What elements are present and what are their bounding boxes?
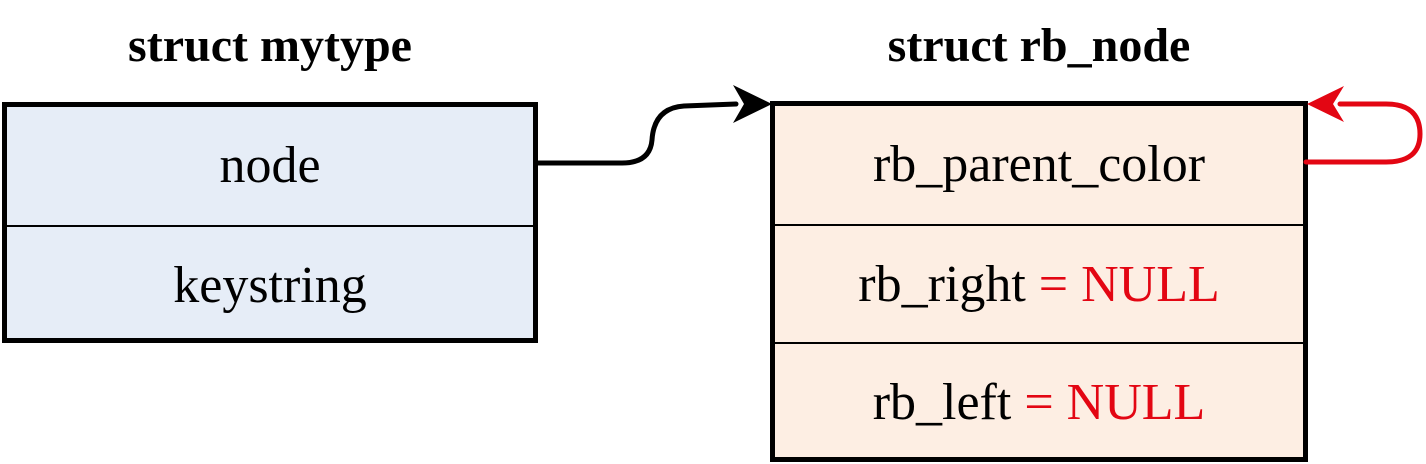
field-label: rb_left — [872, 374, 1012, 431]
field-label: node — [219, 137, 321, 194]
rb-node-field-right: rb_right = NULL — [775, 224, 1303, 342]
field-label: keystring — [173, 257, 367, 314]
mytype-struct-box: node keystring — [2, 102, 538, 343]
rb-node-struct-box: rb_parent_color rb_right = NULL rb_left … — [770, 101, 1308, 462]
mytype-field-node: node — [7, 107, 533, 225]
mytype-title: struct mytype — [128, 19, 412, 72]
rb-node-field-left: rb_left = NULL — [775, 342, 1303, 460]
rb-node-title: struct rb_node — [887, 19, 1191, 72]
parent-self-pointer-arrow — [1303, 86, 1423, 165]
field-label: rb_parent_color — [872, 136, 1206, 193]
field-label: rb_right — [858, 256, 1026, 313]
mytype-field-keystring: keystring — [7, 225, 533, 343]
rb-node-field-parent-color: rb_parent_color — [775, 106, 1303, 224]
field-value: = NULL — [1011, 374, 1206, 431]
node-to-rb-node-arrow — [535, 85, 772, 166]
field-value: = NULL — [1025, 256, 1220, 313]
